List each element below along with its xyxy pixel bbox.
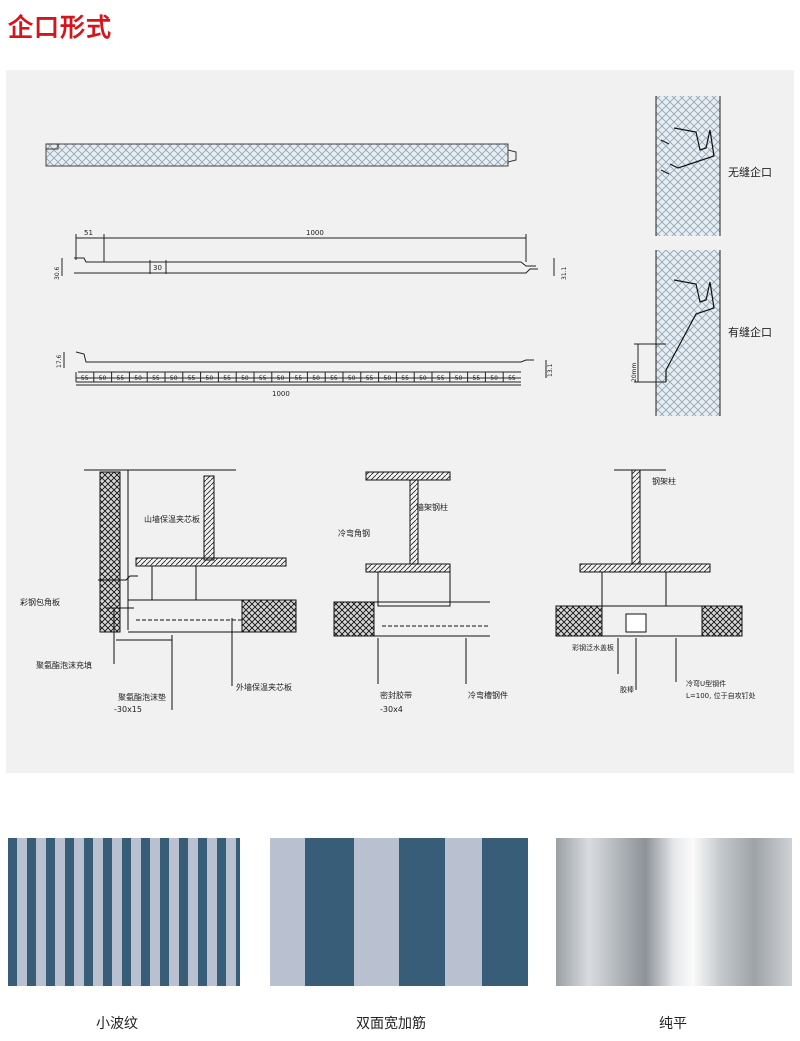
rib-segment-label: 55	[259, 375, 267, 382]
joint-gap-dim: 20mm	[631, 363, 638, 382]
rib-segment-label: 55	[437, 375, 445, 382]
ribbed-panel-profile	[63, 351, 547, 383]
rib-segment-label: 50	[241, 375, 249, 382]
rib-segment-label: 55	[473, 375, 481, 382]
rib-segment-label: 55	[401, 375, 409, 382]
column-detail-middle	[333, 471, 490, 684]
label-corner-cover: 彩钢包角板	[20, 597, 60, 607]
label-u-channel-note: L=100, 位于自攻钉处	[686, 691, 756, 700]
joint-no-gap-label: 无缝企口	[728, 165, 772, 179]
dim-mid: 30	[153, 264, 162, 272]
rib-segment-label: 50	[455, 375, 463, 382]
label-sealant: 胶棒	[620, 685, 634, 694]
swatch-double-wide-rib	[270, 838, 528, 986]
rib-segment-label: 55	[117, 375, 125, 382]
label-angle-steel: 冷弯角钢	[338, 528, 370, 538]
rib-segment-label: 50	[99, 375, 107, 382]
label-tape-size: -30x4	[380, 705, 403, 714]
dim-width-top: 1000	[306, 229, 324, 237]
label-wall-steel-column: 墙架钢柱	[416, 502, 448, 512]
label-foam-pad: 聚氨酯泡沫垫	[118, 692, 166, 702]
swatch-small-wave	[8, 838, 240, 986]
rib-segment-label: 55	[295, 375, 303, 382]
label-channel-steel: 冷弯槽钢件	[468, 690, 508, 700]
swatch-flat	[556, 838, 792, 986]
swatch-label-double-wide-rib: 双面宽加筋	[356, 1016, 426, 1032]
rib-segment-label: 50	[312, 375, 320, 382]
dim-height-left: 30.6	[54, 266, 61, 280]
rib-segment-label: 55	[366, 375, 374, 382]
rib-segment-label: 50	[277, 375, 285, 382]
rib-segment-label: 50	[419, 375, 427, 382]
rib-segment-label: 55	[81, 375, 89, 382]
label-outer-wall-panel: 外墙保温夹芯板	[236, 682, 292, 692]
rib-segment-label: 55	[223, 375, 231, 382]
swatch-label-small-wave: 小波纹	[96, 1016, 138, 1032]
rib-segment-label: 55	[508, 375, 516, 382]
rib-segment-label: 55	[188, 375, 196, 382]
joint-no-gap	[655, 96, 721, 236]
page-title: 企口形式	[8, 13, 113, 42]
rib-segment-label: 50	[170, 375, 178, 382]
rib-segment-label: 55	[152, 375, 160, 382]
rib-segments: 55 50 55 50 55 50 55 50 55 50 55 50 55 50 55 50 55 50 55 50…	[75, 372, 516, 382]
joint-with-gap	[634, 250, 721, 416]
dim-left: 51	[84, 229, 93, 237]
label-sealing-tape: 密封胶带	[380, 690, 412, 700]
panel-section	[45, 143, 517, 167]
dim-width-bottom: 1000	[272, 390, 290, 398]
rib-segment-label: 50	[490, 375, 498, 382]
label-u-channel: 冷弯U型钢件	[686, 679, 726, 688]
rib-segment-label: 55	[330, 375, 338, 382]
rib-segment-label: 50	[348, 375, 356, 382]
label-foam-pad-size: -30x15	[114, 705, 142, 714]
label-foam-fill: 聚氨酯泡沫充填	[36, 660, 92, 670]
rib-segment-label: 50	[206, 375, 214, 382]
label-frame-column: 钢架柱	[652, 476, 676, 486]
flat-panel-profile	[61, 234, 555, 276]
rib-height-left: 17.6	[56, 354, 63, 368]
swatch-label-flat: 纯平	[659, 1016, 687, 1032]
rib-height-right: 13.1	[547, 363, 554, 377]
label-gable-panel: 山墙保温夹芯板	[144, 514, 200, 524]
rib-segment-label: 50	[384, 375, 392, 382]
corner-detail-left	[84, 469, 297, 710]
label-flashing: 彩钢泛水盖板	[572, 643, 614, 652]
joint-with-gap-label: 有缝企口	[728, 325, 772, 339]
rib-segment-label: 50	[134, 375, 142, 382]
column-detail-right	[555, 469, 743, 690]
dim-height-right: 31.1	[561, 266, 568, 280]
